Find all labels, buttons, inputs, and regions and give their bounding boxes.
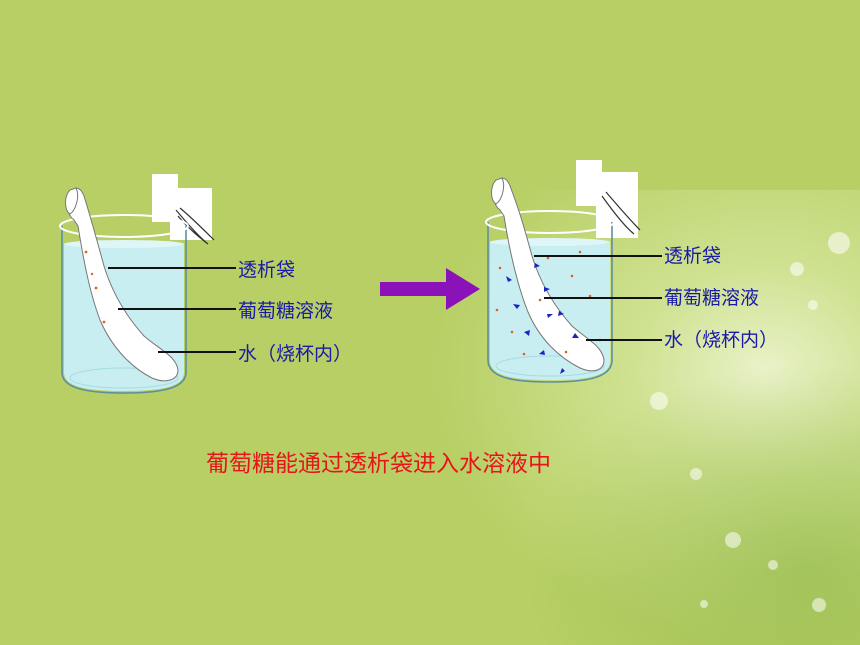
glucose-particle (570, 274, 574, 278)
diffusion-arrow (513, 304, 520, 309)
bokeh-dot (790, 262, 804, 276)
glucose-particle (564, 350, 568, 354)
glucose-particle (588, 294, 592, 298)
glucose-particle (102, 320, 106, 324)
bokeh-dot (768, 560, 778, 570)
right-beaker (485, 160, 662, 383)
diffusion-arrow (558, 311, 564, 316)
left-label-dialysis-bag: 透析袋 (238, 259, 296, 281)
right-dialysis-bag (493, 177, 605, 372)
right-label-water: 水（烧杯内） (664, 329, 779, 351)
left-string (175, 209, 209, 245)
bokeh-dot (700, 600, 708, 608)
glucose-particle (538, 298, 542, 302)
glucose-particle (84, 250, 88, 254)
right-label-dialysis-bag: 透析袋 (664, 245, 722, 267)
diffusion-arrow (524, 330, 530, 336)
transition-arrow (380, 268, 480, 310)
left-string (179, 207, 215, 241)
diffusion-arrow (544, 287, 550, 292)
left-bag-knot (65, 187, 79, 215)
bokeh-dot (812, 598, 826, 612)
diffusion-arrow (534, 263, 540, 268)
diffusion-arrow (560, 368, 565, 374)
right-string (601, 195, 635, 235)
diffusion-arrow (539, 350, 545, 355)
left-label-glucose-solution: 葡萄糖溶液 (238, 300, 334, 322)
diffusion-arrow (572, 333, 579, 338)
right-label-glucose-solution: 葡萄糖溶液 (664, 287, 760, 309)
diffusion-arrows (506, 263, 579, 374)
glucose-particle (578, 250, 582, 254)
glucose-particle (498, 266, 502, 270)
left-beaker (59, 174, 236, 394)
glucose-particle (510, 330, 514, 334)
glucose-particle (546, 256, 550, 260)
right-bag-knot (491, 177, 505, 205)
bokeh-dot (690, 468, 702, 480)
bokeh-dot (828, 232, 850, 254)
right-string (605, 191, 641, 231)
bokeh-dot (725, 532, 741, 548)
glucose-particle (495, 308, 499, 312)
glucose-particle (522, 352, 526, 356)
diffusion-arrow (506, 276, 512, 282)
left-beaker-rim (59, 214, 189, 238)
diffusion-arrow (547, 314, 553, 318)
bokeh-dot (808, 300, 818, 310)
left-beaker-glass (61, 226, 187, 394)
left-label-water: 水（烧杯内） (238, 343, 353, 365)
background-meadow (500, 345, 860, 645)
glucose-particle (90, 272, 94, 276)
left-dialysis-bag (67, 187, 179, 382)
glucose-particle (94, 286, 98, 290)
right-beaker-base (495, 355, 605, 377)
right-beaker-rim (485, 210, 615, 234)
left-beaker-base (69, 367, 179, 389)
right-beaker-glass (487, 222, 613, 383)
diagram-caption: 葡萄糖能通过透析袋进入水溶液中 (206, 451, 551, 477)
bokeh-dot (650, 392, 668, 410)
